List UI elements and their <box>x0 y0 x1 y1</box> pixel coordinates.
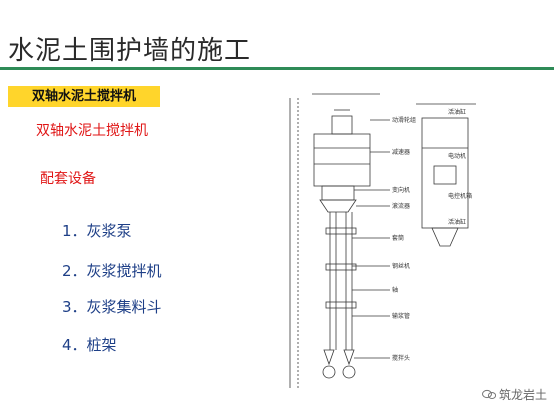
motor-housing <box>313 133 371 187</box>
list-item-text: 桩架 <box>86 336 117 354</box>
watermark: 筑龙岩土 <box>482 386 547 403</box>
list-item-text: 灰浆搅拌机 <box>86 262 162 280</box>
callout-label: 滚流器 <box>392 202 410 210</box>
callout-label: 变向机 <box>392 186 410 194</box>
front-view-cone <box>431 227 459 247</box>
list-item: 1．灰浆泵 <box>62 220 132 241</box>
gearbox <box>321 185 355 201</box>
callout-label: 电动机 <box>448 152 466 160</box>
list-item: 3．灰浆集料斗 <box>62 296 162 317</box>
pulley-block <box>331 115 353 135</box>
mixer-engineering-drawing: 动滑轮组 减速器 变向机 滚流器 套筒 钢丝机 轴 输浆管 搅拌头 活油缸 电动… <box>289 93 476 388</box>
callout-label: 输浆管 <box>392 312 410 320</box>
mixing-head-left <box>323 349 335 366</box>
list-item-number: 1． <box>62 222 87 240</box>
callout-label: 轴 <box>392 286 398 294</box>
list-item-text: 灰浆泵 <box>86 222 132 240</box>
watermark-text: 筑龙岩土 <box>499 388 548 402</box>
reducer-cone <box>319 199 357 213</box>
list-item-text: 灰浆集料斗 <box>86 298 162 316</box>
front-view-body <box>421 117 469 229</box>
callout-label: 减速器 <box>392 148 410 156</box>
list-item-number: 3． <box>62 298 87 316</box>
callout-label: 电控机箱 <box>448 192 472 200</box>
callout-label: 套筒 <box>392 234 404 242</box>
list-item-number: 2． <box>62 262 87 280</box>
mixing-head-right <box>343 349 355 366</box>
page-title: 水泥土围护墙的施工 <box>8 36 252 66</box>
title-divider <box>0 67 554 70</box>
callout-label: 活油缸 <box>448 108 466 116</box>
callout-label: 搅拌头 <box>392 354 410 362</box>
callout-label: 钢丝机 <box>392 262 410 270</box>
section-badge: 双轴水泥土搅拌机 <box>8 86 160 107</box>
section-label: 配套设备 <box>40 171 96 187</box>
list-item: 4．桩架 <box>62 334 117 355</box>
list-item: 2．灰浆搅拌机 <box>62 260 162 281</box>
subtitle: 双轴水泥土搅拌机 <box>36 123 148 139</box>
callout-label: 动滑轮组 <box>392 116 416 124</box>
callout-label: 活油缸 <box>448 218 466 226</box>
chat-bubble-icon <box>482 389 496 399</box>
list-item-number: 4． <box>62 336 87 354</box>
